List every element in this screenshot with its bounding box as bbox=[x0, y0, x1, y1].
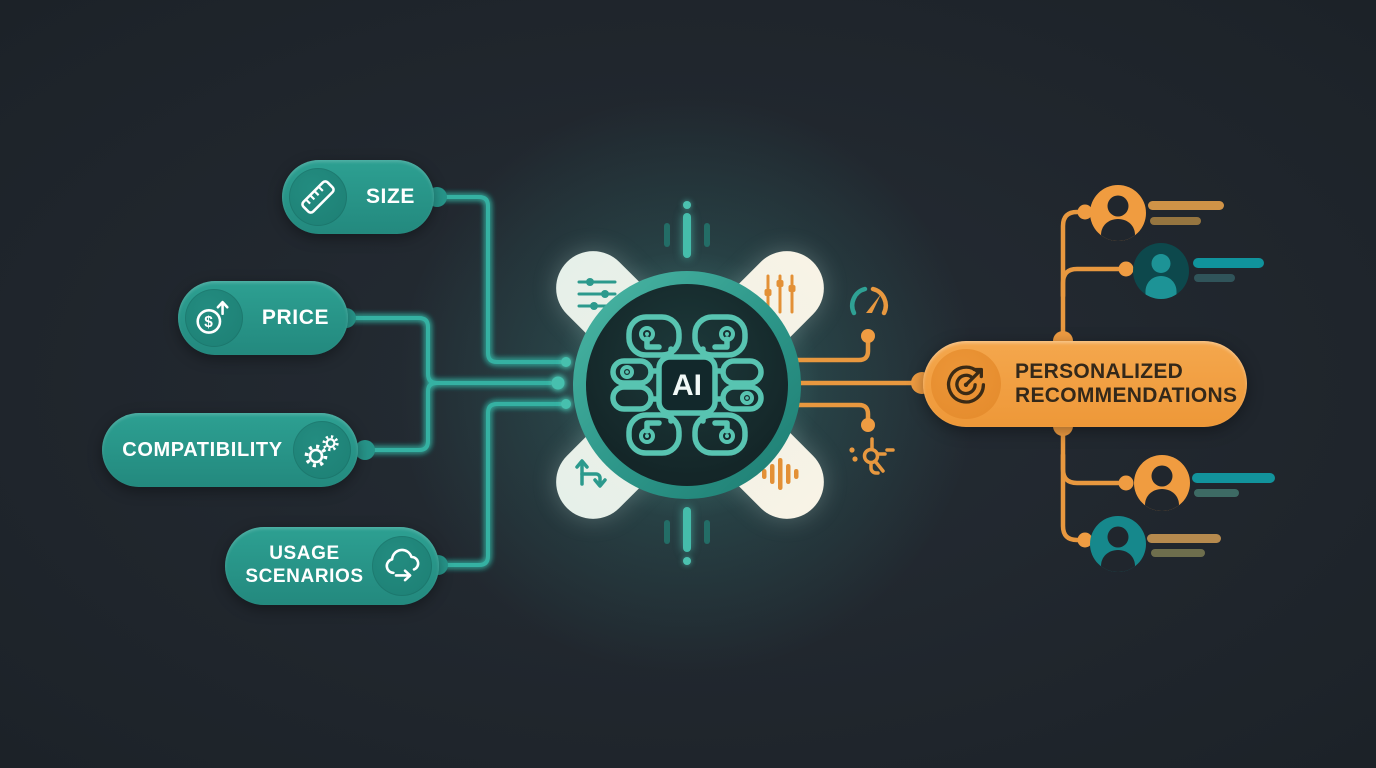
text-bar bbox=[1192, 473, 1275, 483]
user-avatar-icon bbox=[1134, 455, 1190, 511]
decision-tree-icon bbox=[845, 433, 895, 490]
target-arrow-icon bbox=[931, 349, 1001, 419]
text-bar bbox=[1151, 549, 1205, 557]
sliders-horizontal-icon bbox=[575, 274, 619, 319]
flow-path-icon bbox=[572, 450, 616, 499]
text-bar bbox=[1193, 258, 1264, 268]
ai-chip bbox=[656, 354, 718, 416]
user-result-row bbox=[1133, 243, 1343, 306]
input-pill-usage-scenarios: USAGE SCENARIOS bbox=[225, 527, 439, 605]
user-avatar-icon bbox=[1090, 516, 1146, 572]
ruler-icon bbox=[289, 168, 347, 226]
waveform-icon bbox=[758, 452, 802, 501]
cloud-sync-icon bbox=[372, 536, 432, 596]
svg-text:$: $ bbox=[204, 314, 213, 331]
input-pill-size: SIZE bbox=[282, 160, 434, 234]
user-avatar-icon bbox=[1090, 185, 1146, 241]
input-label: SIZE bbox=[365, 185, 416, 208]
text-bar bbox=[1194, 489, 1239, 497]
user-result-row bbox=[1134, 455, 1344, 518]
ai-chip-label: AI bbox=[672, 369, 702, 402]
input-pill-compatibility: COMPATIBILITY bbox=[102, 413, 358, 487]
text-bar bbox=[1147, 534, 1221, 543]
input-label: PRICE bbox=[261, 306, 330, 329]
price-increase-icon: $ bbox=[185, 289, 243, 347]
user-result-row bbox=[1090, 185, 1300, 248]
input-pill-price: $ PRICE bbox=[178, 281, 348, 355]
input-label: COMPATIBILITY bbox=[122, 438, 283, 461]
input-label: USAGE SCENARIOS bbox=[245, 543, 364, 587]
text-bar bbox=[1194, 274, 1235, 282]
text-bar bbox=[1148, 201, 1224, 210]
user-result-row bbox=[1090, 516, 1300, 579]
gears-icon bbox=[293, 421, 351, 479]
output-label: PERSONALIZED RECOMMENDATIONS bbox=[1015, 359, 1238, 407]
gauge-icon bbox=[845, 282, 893, 327]
user-avatar-icon bbox=[1133, 243, 1189, 299]
ai-circuit-brain-icon: AI bbox=[587, 285, 787, 490]
text-bar bbox=[1150, 217, 1201, 225]
output-pill-personalized-recommendations: PERSONALIZED RECOMMENDATIONS bbox=[923, 341, 1247, 427]
